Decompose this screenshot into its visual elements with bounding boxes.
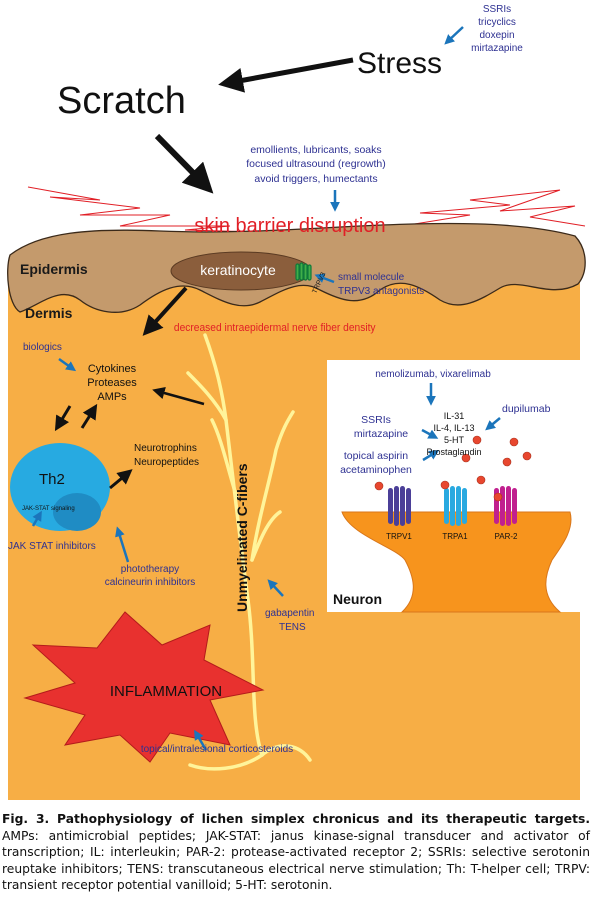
stress-drug-ssris: SSRIs	[483, 4, 511, 15]
ligand-il4-il13: IL-4, IL-13	[433, 423, 474, 433]
caption-text: AMPs: antimicrobial peptides; JAK-STAT: …	[2, 828, 590, 893]
ssri-inset-label: SSRIs	[361, 414, 391, 426]
caption-title: Fig. 3. Pathophysiology of lichen simple…	[2, 812, 590, 826]
scratch-label: Scratch	[57, 80, 186, 122]
inflammation-label: INFLAMMATION	[110, 683, 222, 700]
trpa1-receptor	[444, 486, 467, 526]
jak-stat-nucleus	[53, 493, 101, 531]
barrier-treatment-2: focused ultrasound (regrowth)	[246, 158, 386, 170]
dermis-label: Dermis	[25, 305, 73, 321]
ligand-dots	[374, 435, 532, 502]
gabapentin-label: gabapentin	[265, 608, 315, 619]
calcineurin-label: calcineurin inhibitors	[105, 577, 196, 588]
neurotrophins-label: Neurotrophins	[134, 443, 197, 454]
trpa1-label: TRPA1	[442, 532, 468, 541]
c-fibers-label: Unmyelinated C-fibers	[234, 463, 250, 612]
barrier-treatment-3: avoid triggers, humectants	[254, 173, 377, 185]
steroids-label: topical/intralesional corticosteroids	[141, 744, 293, 755]
jak-signaling-label: JAK-STAT signaling	[22, 506, 75, 512]
pathophysiology-diagram: SSRIs tricyclics doxepin mirtazapine Str…	[7, 4, 586, 800]
inflammation-star	[23, 611, 265, 763]
phototherapy-label: phototherapy	[121, 564, 179, 575]
dupilumab-label: dupilumab	[502, 403, 551, 415]
ligand-il31: IL-31	[444, 411, 465, 421]
neuropeptides-label: Neuropeptides	[134, 457, 199, 468]
trpv3-drug-1: small molecule	[338, 272, 405, 283]
ligand-prostaglandin: Prostaglandin	[426, 447, 481, 457]
trpv1-label: TRPV1	[386, 532, 412, 541]
acetaminophen-label: acetaminophen	[340, 464, 412, 476]
skin-barrier-label: skin barrier disruption	[194, 215, 385, 237]
nerve-density-label: decreased intraepidermal nerve fiber den…	[174, 322, 376, 334]
aspirin-label: topical aspirin	[344, 450, 408, 462]
tens-label: TENS	[279, 622, 306, 633]
figure-caption: Fig. 3. Pathophysiology of lichen simple…	[2, 811, 590, 894]
trpv3-drug-2: TRPV3 antagonists	[338, 286, 424, 297]
mirtazapine-inset-label: mirtazapine	[354, 428, 408, 440]
blue-arrows	[31, 26, 501, 751]
epidermis-label: Epidermis	[20, 261, 88, 277]
trpv1-receptor	[388, 486, 411, 526]
keratinocyte-label: keratinocyte	[200, 262, 276, 278]
stress-label: Stress	[357, 47, 442, 80]
jak-inhibitors-label: JAK STAT inhibitors	[8, 541, 96, 552]
th2-label: Th2	[39, 471, 65, 488]
stress-drug-doxepin: doxepin	[479, 30, 514, 41]
mediator-proteases: Proteases	[87, 377, 137, 389]
mediator-amps: AMPs	[97, 391, 127, 403]
stress-drug-tricyclics: tricyclics	[478, 17, 516, 28]
stress-drug-mirtazapine: mirtazapine	[471, 43, 523, 54]
trpv3-channel	[295, 262, 312, 281]
ligand-5ht: 5-HT	[444, 435, 465, 445]
biologics-label: biologics	[23, 342, 62, 353]
neuron-body	[341, 511, 572, 613]
anti-il31-label: nemolizumab, vixarelimab	[375, 369, 491, 380]
par2-label: PAR-2	[495, 532, 519, 541]
black-arrows	[54, 57, 354, 490]
neuron-label: Neuron	[333, 591, 382, 607]
mediator-cytokines: Cytokines	[88, 363, 137, 375]
barrier-treatment-1: emollients, lubricants, soaks	[250, 144, 381, 156]
